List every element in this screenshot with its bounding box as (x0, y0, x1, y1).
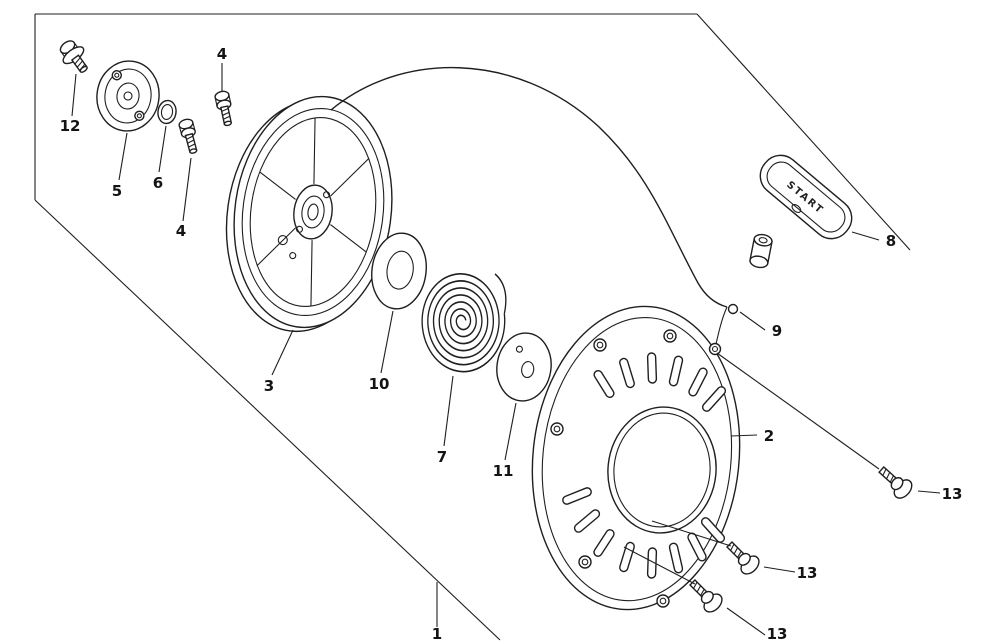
grip-rope-ferrule (749, 233, 773, 269)
callout-4-top: 4 (217, 45, 227, 63)
leader-line-9 (739, 311, 766, 331)
cover-screw-bosses (550, 329, 722, 608)
callout-6: 6 (153, 174, 163, 192)
leader-line-cover-to-screw-c (623, 546, 696, 585)
frame-line-top-right-diagonal (696, 13, 911, 251)
part-2-starter-case (531, 305, 741, 611)
leader-line-cover-to-screw-b (651, 520, 732, 547)
leader-line-8 (851, 231, 880, 241)
part-4-bolt-upper (214, 90, 233, 127)
leader-line-7 (443, 375, 454, 447)
leader-line-5 (118, 132, 128, 181)
part-12-flange-bolt (59, 40, 88, 73)
leader-line-11 (504, 402, 517, 461)
leader-line-13-b (763, 566, 796, 573)
part-5-ratchet-plate (96, 60, 160, 132)
callout-11: 11 (493, 462, 514, 480)
leader-line-13-a (917, 490, 941, 494)
callouts: 12 5 6 4 4 3 10 7 11 1 2 8 9 13 13 13 (60, 45, 963, 642)
callout-4-bottom: 4 (176, 222, 186, 240)
part-9-starter-rope (330, 67, 739, 345)
leader-lines (71, 63, 941, 636)
leader-line-3 (271, 329, 294, 376)
callout-1: 1 (432, 625, 442, 642)
leader-line-10 (380, 310, 394, 374)
part-7-recoil-spring (421, 273, 507, 373)
leader-line-cover-to-screw-a (716, 352, 880, 470)
part-10-washer (371, 232, 427, 310)
callout-9: 9 (772, 322, 782, 340)
part-3-starter-pulley (225, 95, 393, 333)
callout-13-c: 13 (767, 625, 788, 642)
part-11-friction-plate (496, 332, 552, 402)
callout-13-b: 13 (797, 564, 818, 582)
callout-3: 3 (264, 377, 274, 395)
rope-end-knot (727, 303, 739, 315)
callout-10: 10 (369, 375, 390, 393)
leader-line-13-c (726, 607, 766, 636)
callout-7: 7 (437, 448, 447, 466)
leader-line-2 (730, 434, 758, 437)
leader-line-4-lower (182, 157, 192, 222)
frame-border (34, 13, 911, 641)
callout-8: 8 (886, 232, 896, 250)
callout-2: 2 (764, 427, 774, 445)
callout-5: 5 (112, 182, 122, 200)
part-6-ring (157, 99, 177, 125)
callout-13-a: 13 (942, 485, 963, 503)
callout-12: 12 (60, 117, 81, 135)
cover-vent-slots (562, 352, 727, 579)
part-13-screw-c (689, 579, 723, 613)
part-8-starter-grip: START (759, 154, 853, 240)
part-13-screw-a (878, 466, 913, 499)
leader-line-6 (158, 125, 167, 173)
part-13-screw-b (726, 541, 760, 575)
frame-line-bottom-left-diagonal (34, 199, 501, 641)
part-4-bolt-lower (178, 118, 198, 154)
leader-line-12 (71, 73, 77, 117)
